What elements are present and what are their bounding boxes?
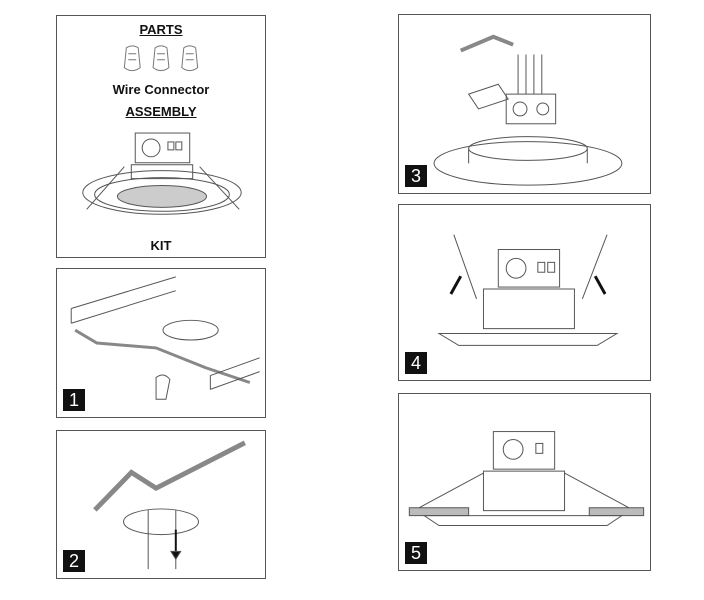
wire-connection-illustration (433, 34, 623, 186)
step-4-panel: 4 (398, 204, 651, 381)
step-5-panel: 5 (398, 393, 651, 571)
step-number-2: 2 (63, 550, 85, 572)
wire-through-hole-illustration (93, 440, 246, 570)
wire-connector-illustration (82, 45, 242, 215)
step-number-5: 5 (405, 542, 427, 564)
step-number-4: 4 (405, 352, 427, 374)
kit-label: KIT (150, 238, 172, 253)
parts-panel: PARTS Wire Connector ASSEMBLY KIT (56, 15, 266, 258)
step-2-panel: 2 (56, 430, 266, 579)
spring-clip-illustration (437, 234, 619, 346)
ceiling-cut-illustration (70, 276, 260, 400)
downlight-kit-illustration (82, 132, 242, 215)
assembly-heading: ASSEMBLY (125, 104, 197, 119)
step-1-panel: 1 (56, 268, 266, 418)
step-number-1: 1 (63, 389, 85, 411)
step-3-panel: 3 (398, 14, 651, 194)
wire-connector-label: Wire Connector (112, 82, 210, 97)
step-number-3: 3 (405, 165, 427, 187)
parts-heading: PARTS (139, 22, 183, 37)
installed-fixture-illustration (408, 431, 645, 526)
